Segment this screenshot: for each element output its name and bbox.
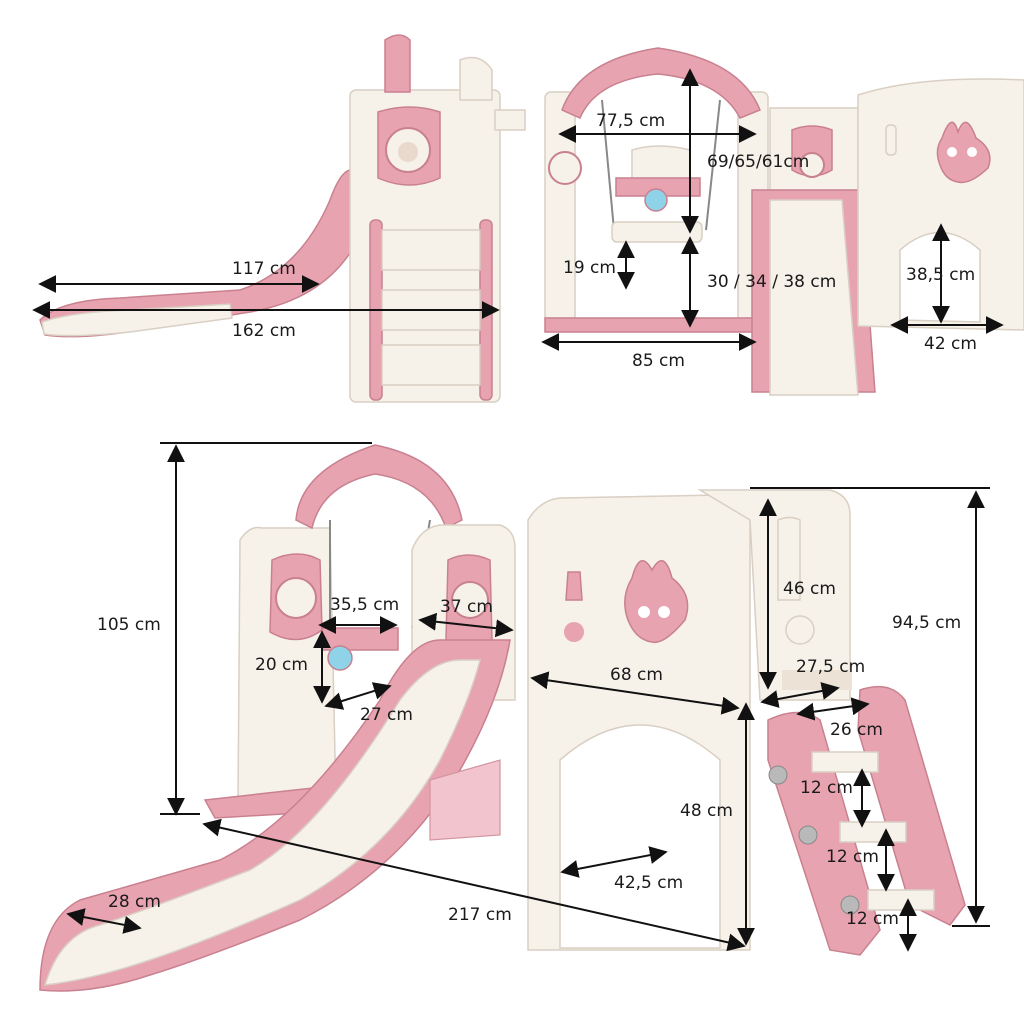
- side-view: 117 cm 162 cm: [32, 34, 526, 403]
- main-step-width-label: 26 cm: [830, 720, 883, 740]
- main-step-1-label: 12 cm: [800, 778, 853, 798]
- front-tunnel-height-label: 38,5 cm: [906, 265, 975, 285]
- main-frame-width-a-label: 35,5 cm: [330, 595, 399, 615]
- front-view: 77,5 cm 69/65/61cm 19 cm 30 / 34 / 38 cm…: [541, 47, 1024, 396]
- side-slide-length-label: 117 cm: [232, 259, 296, 279]
- main-step-2-label: 12 cm: [826, 847, 879, 867]
- main-wall-height-label: 46 cm: [783, 579, 836, 599]
- front-base-width-label: 85 cm: [632, 351, 685, 371]
- main-overall-length-label: 217 cm: [448, 905, 512, 925]
- side-total-length-label: 162 cm: [232, 321, 296, 341]
- main-platform-height-label: 48 cm: [680, 801, 733, 821]
- main-seat-height-label: 20 cm: [255, 655, 308, 675]
- main-view: 105 cm 35,5 cm 37 cm 20 cm 27 cm 68 cm 4…: [39, 442, 990, 992]
- main-total-height-label: 105 cm: [97, 615, 161, 635]
- main-seat-depth-label: 27 cm: [360, 705, 413, 725]
- front-seat-heights-label: 30 / 34 / 38 cm: [707, 272, 836, 292]
- main-tunnel-depth-label: 42,5 cm: [614, 873, 683, 893]
- main-frame-width-b-label: 37 cm: [440, 597, 493, 617]
- front-seat-width-label: 19 cm: [563, 258, 616, 278]
- main-step-3-label: 12 cm: [846, 909, 899, 929]
- front-tunnel-width-label: 42 cm: [924, 334, 977, 354]
- main-house-height-label: 94,5 cm: [892, 613, 961, 633]
- front-swing-width-label: 77,5 cm: [596, 111, 665, 131]
- front-swing-heights-label: 69/65/61cm: [707, 152, 809, 172]
- main-house-length-label: 68 cm: [610, 665, 663, 685]
- main-platform-depth-label: 27,5 cm: [796, 657, 865, 677]
- main-slide-width-label: 28 cm: [108, 892, 161, 912]
